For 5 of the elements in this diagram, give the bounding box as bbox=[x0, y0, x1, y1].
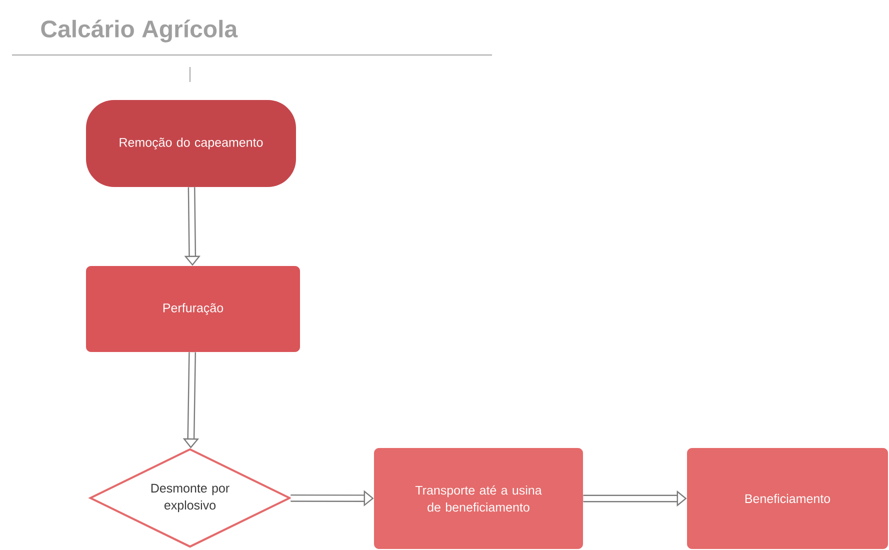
process-box: Beneficiamento bbox=[687, 448, 888, 549]
process-box: Transporte até a usina de beneficiamento bbox=[374, 448, 583, 549]
process-box: Perfuração bbox=[86, 266, 300, 352]
title: Calcário Agrícola bbox=[41, 20, 238, 42]
terminal-box: Remoção do capeamento bbox=[86, 100, 296, 187]
